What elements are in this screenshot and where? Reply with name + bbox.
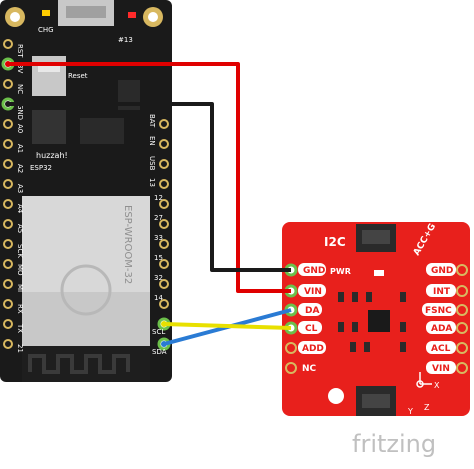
axis-x-label: X <box>434 381 440 390</box>
pin-label: 32 <box>154 274 163 282</box>
pin-label: TX <box>16 323 24 333</box>
ground-wire <box>8 102 291 272</box>
pin-label: CL <box>305 324 318 334</box>
pin-label: ADD <box>302 344 324 354</box>
pin-label: 21 <box>16 344 24 353</box>
pin-label: 14 <box>154 294 163 302</box>
imu-chip <box>368 310 390 332</box>
pin-label: GND <box>431 266 453 276</box>
reset-label: Reset <box>68 72 88 80</box>
axis-z-label: Z <box>424 403 430 412</box>
esp32-label: ESP32 <box>30 164 52 172</box>
pin-label: INT <box>433 287 451 297</box>
pin-label: 12 <box>154 194 163 202</box>
huzzah-left-pins <box>1 39 15 349</box>
pin-label: 3V <box>16 64 24 73</box>
pin-label: ADA <box>431 324 452 334</box>
pin-label: EN <box>148 136 156 146</box>
regulator-chip <box>80 118 124 144</box>
pin-label: A4 <box>16 204 24 214</box>
usb-serial-chip <box>32 110 66 144</box>
pin-label: GND <box>303 266 325 276</box>
pin-label: A1 <box>16 144 24 153</box>
fritzing-watermark: fritzing <box>352 430 436 458</box>
pin-label: NC <box>302 364 317 374</box>
pin-label: A5 <box>16 224 24 233</box>
pin-label: BAT <box>148 114 156 128</box>
pin-label: SCL <box>152 328 165 336</box>
pin-label: 27 <box>154 214 163 222</box>
pin-label: 33 <box>154 234 163 242</box>
sensor-breakout-board: I2C PWR ACC+G Y X Z GND VIN DA <box>282 222 470 416</box>
pin-label: SCK <box>16 244 24 258</box>
pin-label: RST <box>16 44 24 58</box>
pin-nc <box>285 362 297 374</box>
pin-label: ACL <box>431 344 451 354</box>
axis-indicator <box>416 372 432 388</box>
huzzah32-board: CHG #13 Reset huzzah! ESP32 ESP-WROOM-32 <box>0 0 172 382</box>
pin-label: 15 <box>154 254 163 262</box>
pin-label: DA <box>305 306 319 316</box>
pin-label: RX <box>16 304 24 314</box>
axis-y-label: Y <box>407 407 413 416</box>
pin-label: A3 <box>16 184 24 193</box>
pin-label: MI <box>16 284 24 292</box>
sensor-right-pins <box>456 264 468 374</box>
pin-label: USB <box>148 156 156 171</box>
pin-label: VIN <box>304 287 322 297</box>
pin-label: 13 <box>148 178 156 187</box>
scl-wire <box>163 322 292 330</box>
pin-label: VIN <box>432 364 450 374</box>
pin-label: NC <box>16 84 24 94</box>
pin-label: SDA <box>152 348 167 356</box>
pin-label: GND <box>16 104 24 120</box>
pin-label: FSNC <box>425 306 452 316</box>
sparkfun-logo <box>328 388 344 404</box>
pin13-label: #13 <box>118 36 133 44</box>
pin-label: MO <box>16 264 24 276</box>
pin-label: A0 <box>16 124 24 133</box>
module-label: ESP-WROOM-32 <box>122 205 133 284</box>
pin-label: A2 <box>16 164 24 173</box>
pin-add <box>285 342 297 354</box>
brand-label: huzzah! <box>36 151 68 160</box>
i2c-title: I2C <box>324 235 346 249</box>
chg-label: CHG <box>38 26 54 34</box>
pwr-label: PWR <box>330 267 351 276</box>
wifi-logo <box>60 264 112 316</box>
power-wire <box>8 62 291 293</box>
